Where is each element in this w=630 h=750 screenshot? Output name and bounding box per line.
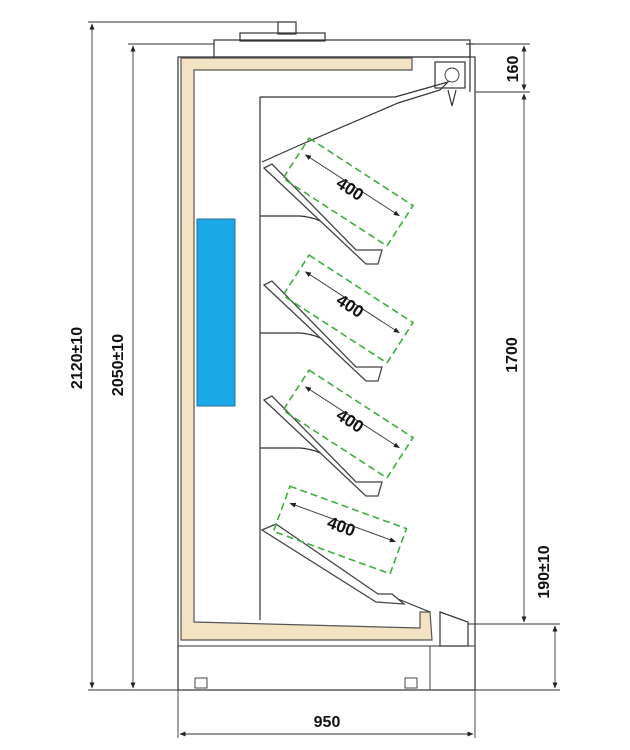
shelf-plate bbox=[260, 523, 406, 605]
shelf-2: 400 bbox=[260, 253, 415, 382]
shelf-plate bbox=[262, 163, 383, 265]
shelf-1: 400 bbox=[260, 136, 415, 265]
shelf-depth-label: 400 bbox=[325, 513, 358, 541]
bottom-offset-label: 190±10 bbox=[536, 545, 553, 598]
overall-height-label: 2120±10 bbox=[69, 327, 86, 389]
shelf-4: 400 bbox=[260, 485, 408, 605]
shelf-plate bbox=[262, 395, 383, 497]
insulation-wall bbox=[180, 57, 433, 641]
shelf-depth-arrow bbox=[304, 386, 400, 449]
shelf-depth-arrow bbox=[289, 502, 396, 543]
shelf-depth-label: 400 bbox=[333, 405, 367, 436]
shelf-depth-arrow bbox=[304, 154, 400, 217]
body-height-label: 2050±10 bbox=[110, 334, 127, 396]
shelf-zone-height-label: 1700 bbox=[504, 337, 521, 373]
shelf-depth-arrow bbox=[304, 271, 400, 334]
inner-back-wall bbox=[259, 80, 451, 620]
shelf-depth-label: 400 bbox=[333, 173, 367, 204]
shelf-plate bbox=[262, 280, 383, 382]
front-top-unit bbox=[434, 43, 475, 107]
shelf-3: 400 bbox=[260, 368, 415, 497]
cabinet-body bbox=[177, 21, 476, 691]
evaporator-panel bbox=[196, 218, 236, 407]
dimension-lines bbox=[88, 21, 560, 738]
shelves: 400 400 400 400 bbox=[260, 136, 415, 605]
top-offset-label: 160 bbox=[505, 56, 522, 83]
shelf-depth-label: 400 bbox=[333, 290, 367, 321]
depth-label: 950 bbox=[314, 714, 341, 731]
